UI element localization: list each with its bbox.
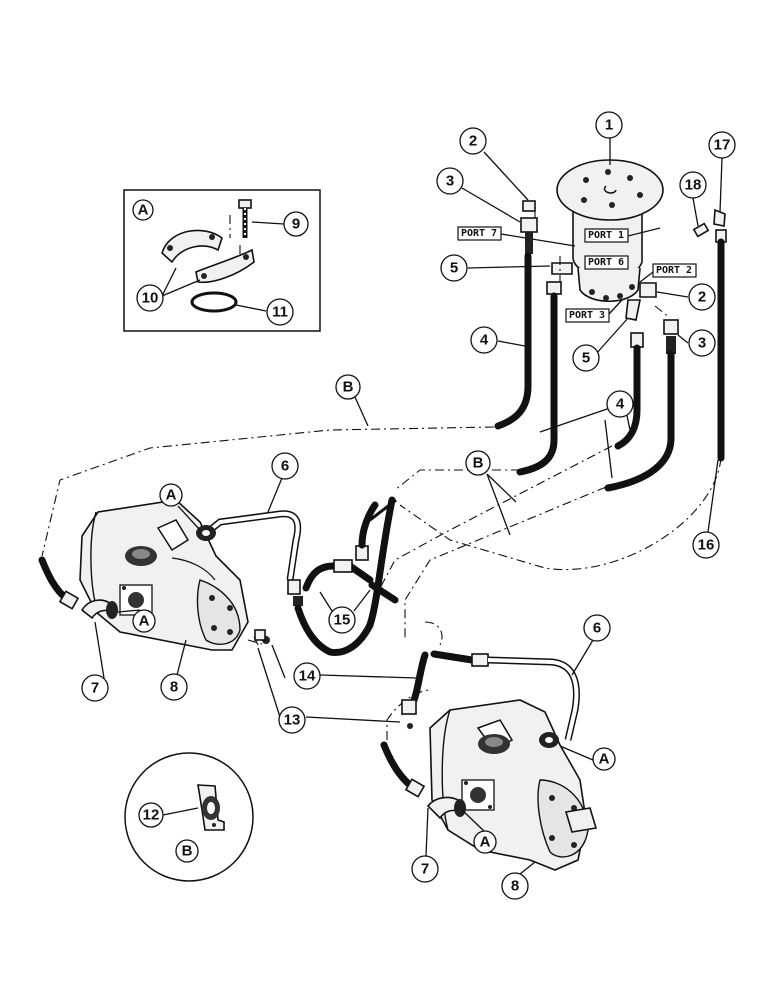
callout-2-top: 2 — [469, 133, 477, 150]
flange-clamp-10 — [161, 229, 255, 284]
callout-4-middle: 4 — [616, 396, 625, 413]
callout-4-top: 4 — [480, 332, 489, 349]
callout-b-upper: B — [343, 379, 354, 396]
callout-1: 1 — [605, 117, 613, 134]
detail-a-inset: A 9 10 11 — [123, 189, 321, 332]
port-2-label: PORT 2 — [656, 265, 692, 276]
bolt-9 — [238, 199, 252, 238]
callout-leaders — [94, 138, 723, 875]
callout-a-left-bottom: A — [139, 613, 150, 630]
callout-5-top: 5 — [450, 260, 458, 277]
right-pump-plumbing — [380, 650, 580, 820]
port-1-label: PORT 1 — [588, 230, 624, 241]
detail-b-letter: B — [182, 843, 193, 860]
port-labels: PORT 7 PORT 1 PORT 6 PORT 2 PORT 3 — [457, 226, 697, 323]
detail-b-inset: 12 B — [124, 752, 254, 882]
valve-hoses — [494, 238, 725, 492]
callout-10: 10 — [142, 290, 159, 307]
port-6-label: PORT 6 — [588, 257, 624, 268]
left-pump-plumbing — [38, 496, 399, 657]
callout-13: 13 — [284, 712, 301, 729]
valve-fittings — [520, 200, 727, 354]
callout-11: 11 — [272, 304, 288, 321]
callout-12: 12 — [143, 807, 160, 824]
callout-2-right: 2 — [698, 289, 706, 306]
callout-18: 18 — [685, 177, 702, 194]
control-valve-1 — [556, 159, 664, 302]
detail-a-letter: A — [138, 202, 149, 219]
callout-15: 15 — [334, 612, 351, 629]
callout-7-right: 7 — [421, 861, 429, 878]
callout-b-middle: B — [473, 455, 484, 472]
callout-17: 17 — [714, 137, 731, 154]
callout-9: 9 — [292, 216, 300, 233]
callout-3-top: 3 — [446, 173, 454, 190]
callout-8-left: 8 — [170, 679, 178, 696]
callout-7-left: 7 — [91, 680, 99, 697]
callout-5-lower: 5 — [582, 350, 590, 367]
callout-3-right: 3 — [698, 335, 706, 352]
callout-6-right: 6 — [593, 620, 601, 637]
callout-14: 14 — [299, 668, 316, 685]
o-ring-11 — [190, 291, 238, 313]
callout-8-right: 8 — [511, 878, 519, 895]
callout-bubbles: 1 2 3 17 18 5 2 4 5 3 B 4 B 16 A 6 A — [81, 111, 736, 900]
callout-16: 16 — [698, 537, 715, 554]
callout-a-right-bottom: A — [480, 834, 491, 851]
callout-6-left: 6 — [281, 458, 289, 475]
port-3-label: PORT 3 — [569, 310, 605, 321]
callout-a-left-top: A — [166, 487, 177, 504]
hose-clip-12 — [197, 784, 225, 831]
callout-a-right-top: A — [599, 751, 610, 768]
port-7-label: PORT 7 — [461, 228, 497, 239]
